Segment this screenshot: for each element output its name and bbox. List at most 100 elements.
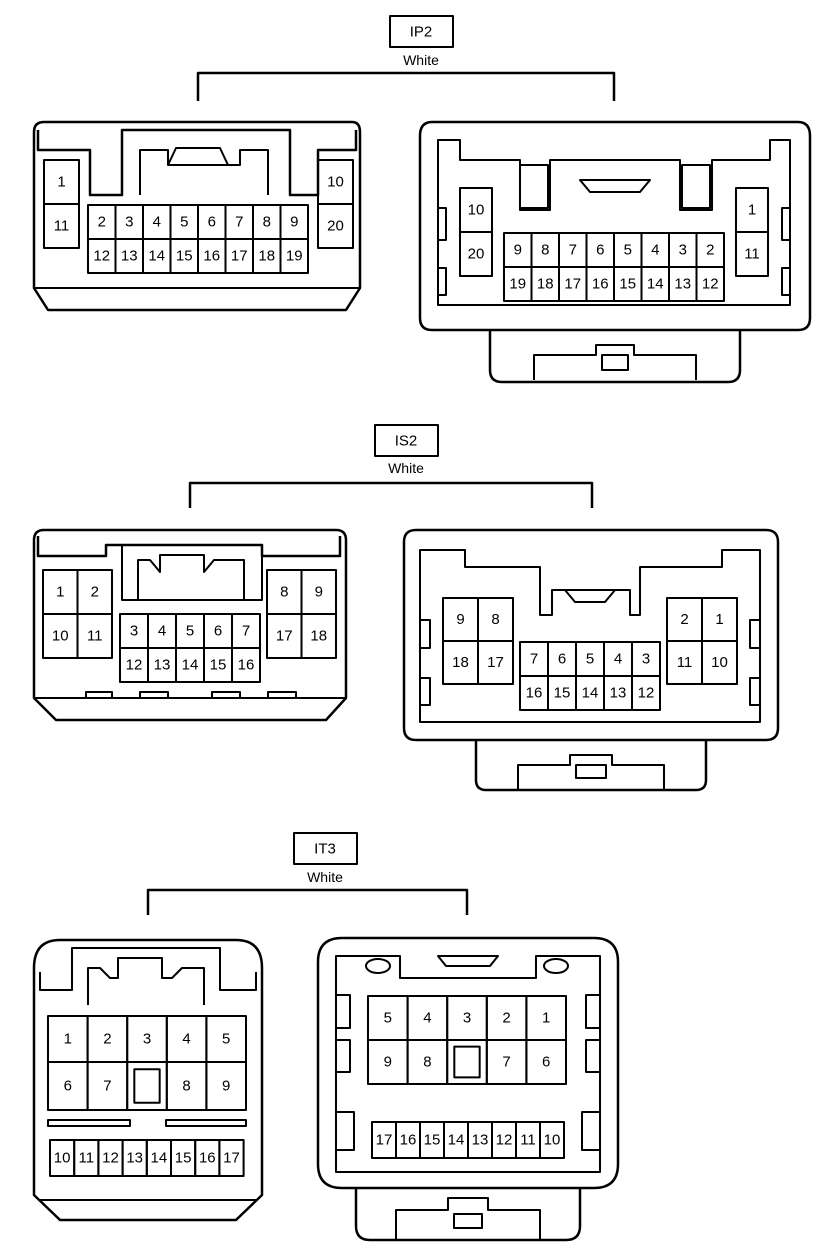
blocked-cavity: [453, 1045, 481, 1079]
pin-number: 8: [491, 611, 499, 628]
pin-number: 8: [182, 1078, 190, 1095]
pin-number: 9: [514, 242, 522, 259]
pin-cell: [231, 647, 261, 683]
blocked-cavity: [133, 1068, 161, 1104]
pin-number: 14: [182, 657, 199, 674]
pin-number: 1: [715, 611, 723, 628]
pin-number: 18: [258, 248, 275, 265]
pin-number: 12: [702, 276, 719, 293]
pin-number: 2: [706, 242, 714, 259]
pin-number: 15: [619, 276, 636, 293]
pin-number: 9: [315, 584, 323, 601]
pin-number: 14: [151, 1150, 168, 1167]
pin-number: 16: [238, 657, 255, 674]
pin-number: 5: [586, 651, 594, 668]
pin-cell: [459, 231, 493, 277]
pin-number: 17: [487, 654, 504, 671]
pin-number: 2: [502, 1010, 510, 1027]
ip2-bracket: [196, 71, 616, 101]
pin-number: 3: [463, 1010, 471, 1027]
pin-cell: [735, 231, 769, 277]
pin-number: 8: [263, 214, 271, 231]
pin-number: 5: [180, 214, 188, 231]
pin-number: 16: [203, 248, 220, 265]
pin-number: 19: [286, 248, 303, 265]
pin-number: 12: [126, 657, 143, 674]
pin-number: 2: [103, 1031, 111, 1048]
pin-number: 17: [376, 1132, 393, 1149]
pin-number: 7: [235, 214, 243, 231]
pin-number: 13: [126, 1150, 143, 1167]
pin-number: 4: [651, 242, 659, 259]
pin-number: 20: [468, 246, 485, 263]
pin-cell: [477, 640, 514, 685]
pin-number: 12: [102, 1150, 119, 1167]
is2-color: White: [388, 460, 424, 476]
pin-number: 11: [520, 1132, 536, 1149]
pin-number: 13: [121, 248, 138, 265]
pin-number: 10: [52, 628, 69, 645]
pin-number: 11: [54, 218, 70, 235]
pin-number: 8: [541, 242, 549, 259]
pin-number: 3: [642, 651, 650, 668]
pin-number: 4: [182, 1031, 190, 1048]
pin-number: 17: [231, 248, 248, 265]
pin-cell: [76, 613, 113, 659]
pin-number: 11: [677, 654, 693, 671]
pin-number: 12: [496, 1132, 513, 1149]
pin-number: 14: [582, 685, 599, 702]
it3-title-box: [293, 832, 358, 865]
pin-number: 15: [424, 1132, 441, 1149]
pin-number: 6: [64, 1078, 72, 1095]
pin-number: 6: [596, 242, 604, 259]
pin-number: 7: [530, 651, 538, 668]
ip2-title-box: [389, 15, 454, 48]
pin-number: 1: [748, 202, 756, 219]
pin-number: 18: [537, 276, 554, 293]
pin-cell: [525, 1039, 568, 1085]
pin-number: 16: [526, 685, 543, 702]
pin-number: 3: [125, 214, 133, 231]
pin-number: 1: [57, 174, 65, 191]
pin-cell: [539, 1121, 565, 1159]
pin-number: 9: [222, 1078, 230, 1095]
pin-number: 10: [711, 654, 728, 671]
pin-number: 19: [509, 276, 526, 293]
pin-number: 7: [103, 1078, 111, 1095]
pin-number: 1: [64, 1031, 72, 1048]
pin-number: 7: [569, 242, 577, 259]
pin-number: 11: [744, 246, 760, 263]
pin-number: 20: [327, 218, 344, 235]
pin-number: 7: [502, 1054, 510, 1071]
pin-number: 4: [153, 214, 161, 231]
pin-number: 8: [280, 584, 288, 601]
pin-number: 6: [542, 1054, 550, 1071]
pin-number: 3: [130, 623, 138, 640]
pin-number: 2: [91, 584, 99, 601]
pin-number: 13: [154, 657, 171, 674]
pin-cell: [205, 1061, 247, 1111]
pin-cell: [631, 675, 661, 711]
pin-number: 18: [310, 628, 327, 645]
pin-number: 4: [158, 623, 166, 640]
pin-number: 16: [400, 1132, 417, 1149]
pin-number: 8: [423, 1054, 431, 1071]
pin-number: 17: [223, 1150, 240, 1167]
pin-number: 10: [468, 202, 485, 219]
pin-number: 5: [384, 1010, 392, 1027]
pin-number: 1: [542, 1010, 550, 1027]
pin-number: 13: [610, 685, 627, 702]
pin-number: 11: [87, 628, 103, 645]
pin-number: 6: [558, 651, 566, 668]
pin-cell: [279, 238, 309, 274]
pin-number: 7: [242, 623, 250, 640]
pin-number: 1: [56, 584, 64, 601]
